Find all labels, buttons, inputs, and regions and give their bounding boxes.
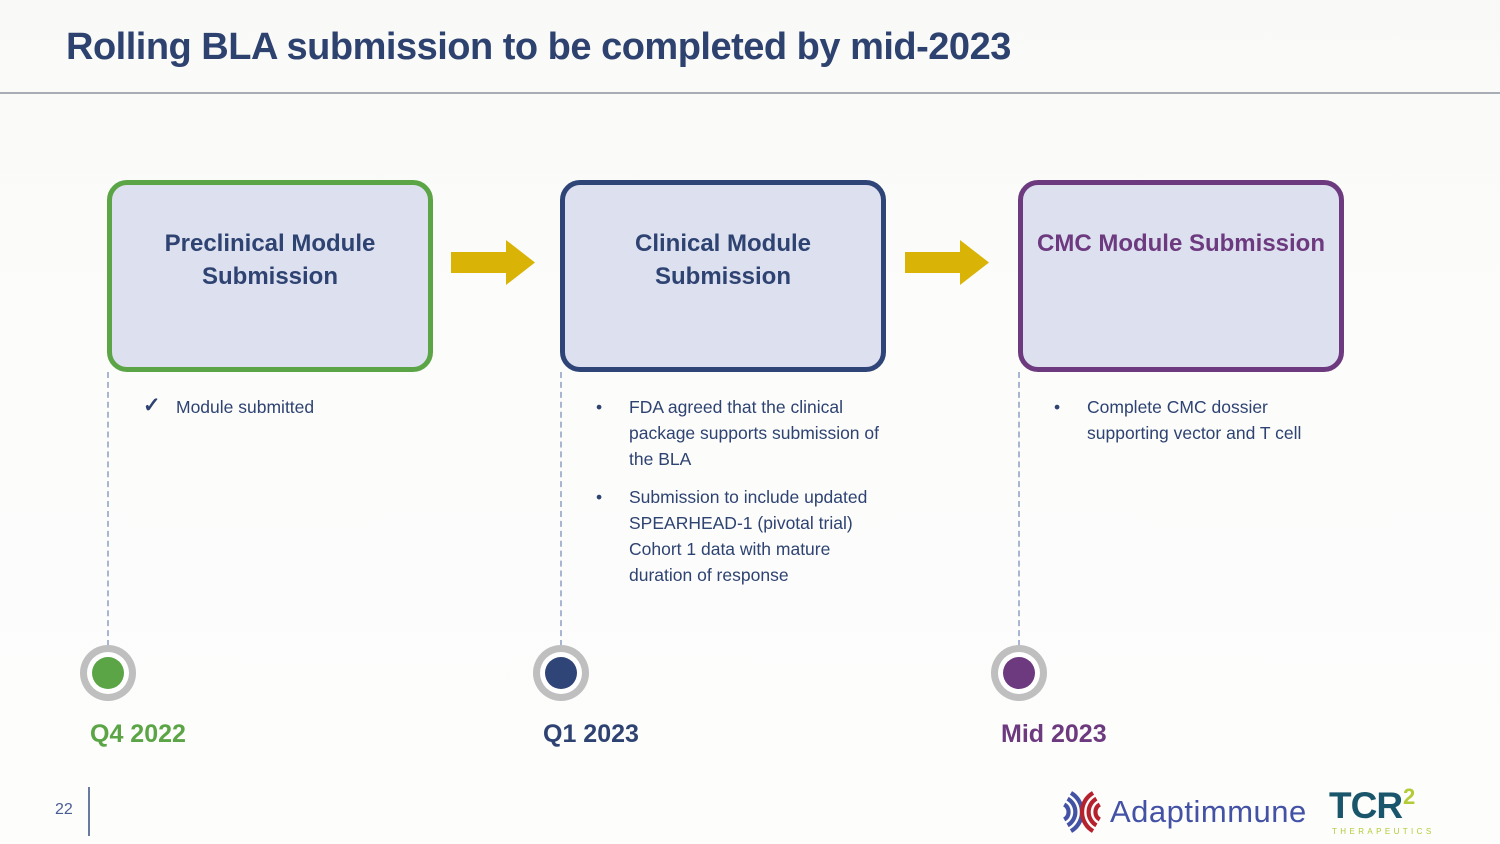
footer-divider [88, 787, 90, 836]
tcr-tagline: THERAPEUTICS [1332, 827, 1435, 836]
timeline-step-preclinical: Preclinical Module Submission Q4 2022 ✓ … [80, 180, 433, 800]
cmc-box-title: CMC Module Submission [1037, 230, 1325, 257]
clinical-bullet-list: • FDA agreed that the clinical package s… [596, 394, 896, 600]
tcr-superscript-2: 2 [1403, 784, 1416, 809]
adaptimmune-wordmark: Adaptimmune [1110, 794, 1307, 829]
check-icon: ✓ [143, 394, 161, 417]
timeline-step-clinical: Clinical Module Submission Q1 2023 • FDA… [533, 180, 886, 800]
preclinical-box-title: Preclinical Module Submission [164, 230, 376, 290]
timeline-connector-line [1018, 372, 1020, 646]
adaptimmune-arcs-icon [1062, 791, 1102, 833]
right-arrow-icon [905, 240, 989, 285]
preclinical-bullet-list: ✓ Module submitted [143, 394, 443, 432]
page-title: Rolling BLA submission to be completed b… [66, 26, 1011, 68]
timeline-dot-q1-2023 [533, 645, 589, 701]
timeline-dot-q4-2022 [80, 645, 136, 701]
timeline-connector-line [560, 372, 562, 646]
list-item: ✓ Module submitted [143, 394, 443, 420]
timeline-date-q4-2022: Q4 2022 [90, 720, 186, 748]
timeline-connector-line [107, 372, 109, 646]
clinical-module-box: Clinical Module Submission [560, 180, 886, 372]
timeline-dot-mid-2023 [991, 645, 1047, 701]
cmc-module-box: CMC Module Submission [1018, 180, 1344, 372]
tcr2-logo: TCR2 THERAPEUTICS [1329, 784, 1435, 836]
list-item: • Submission to include updated SPEARHEA… [596, 484, 896, 588]
dot-core [545, 657, 577, 689]
dot-ring [998, 652, 1040, 694]
dot-ring [87, 652, 129, 694]
bullet-icon: • [596, 397, 603, 417]
tcr-wordmark: TCR [1329, 785, 1403, 826]
bullet-text: Module submitted [176, 397, 315, 417]
list-item: • Complete CMC dossier supporting vector… [1054, 394, 1354, 446]
bullet-icon: • [596, 487, 603, 507]
bullet-text: FDA agreed that the clinical package sup… [629, 397, 879, 469]
adaptimmune-logo: Adaptimmune [1058, 789, 1307, 835]
timeline-step-cmc: CMC Module Submission Mid 2023 • Complet… [991, 180, 1344, 800]
preclinical-module-box: Preclinical Module Submission [107, 180, 433, 372]
clinical-box-title: Clinical Module Submission [634, 230, 811, 290]
timeline-date-mid-2023: Mid 2023 [1001, 720, 1107, 748]
bullet-icon: • [1054, 397, 1061, 417]
page-number: 22 [55, 801, 73, 818]
title-divider [0, 92, 1500, 94]
bullet-text: Submission to include updated SPEARHEAD-… [629, 487, 868, 585]
dot-ring [540, 652, 582, 694]
bullet-text: Complete CMC dossier supporting vector a… [1087, 397, 1302, 443]
timeline-date-q1-2023: Q1 2023 [543, 720, 639, 748]
dot-core [92, 657, 124, 689]
dot-core [1003, 657, 1035, 689]
list-item: • FDA agreed that the clinical package s… [596, 394, 896, 472]
cmc-bullet-list: • Complete CMC dossier supporting vector… [1054, 394, 1354, 458]
right-arrow-icon [451, 240, 535, 285]
